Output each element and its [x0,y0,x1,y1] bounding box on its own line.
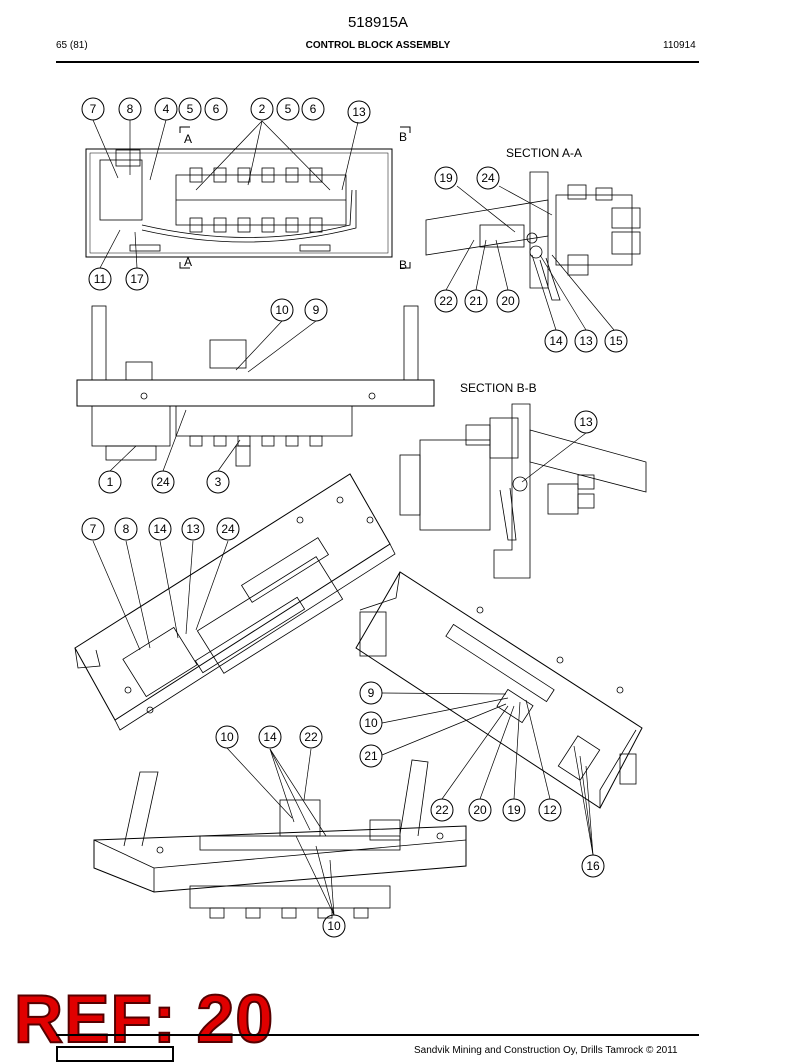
section-bb-title: SECTION B-B [460,381,537,395]
callout-22: 22 [439,294,453,308]
company-logo [56,1046,174,1062]
callout-9: 9 [368,686,375,700]
callout-9: 9 [313,303,320,317]
header-rule [56,61,699,63]
callout-7: 7 [90,522,97,536]
callout-13: 13 [579,415,593,429]
section-aa-title: SECTION A-A [506,146,582,160]
callout-13: 13 [186,522,200,536]
callout-1: 1 [107,475,114,489]
callout-12: 12 [543,803,557,817]
section-a-top-label: A [184,132,192,146]
footer-rule [56,1034,699,1036]
callout-10: 10 [220,730,234,744]
callout-16: 16 [586,859,600,873]
top-view: A B A B 7 8 4 5 6 2 5 6 13 11 17 [81,97,411,291]
callout-11: 11 [94,272,107,286]
drawing-code: 110914 [663,40,696,51]
callout-6: 6 [213,102,220,116]
section-b-bottom-label: B [399,258,407,272]
callout-2: 2 [259,102,266,116]
isometric-right-view: 9 10 21 22 20 19 12 16 [355,571,643,878]
ref-label: REF: 20 [13,980,275,1058]
callout-4: 4 [163,102,170,116]
section-aa-view: SECTION A-A 19 24 22 21 20 14 [425,146,641,353]
callout-14: 14 [263,730,277,744]
callout-8: 8 [123,522,130,536]
callout-21: 21 [469,294,483,308]
callout-14: 14 [549,334,563,348]
callout-15: 15 [609,334,623,348]
page-number: 65 (81) [56,40,88,51]
section-bb-view: SECTION B-B 13 [399,381,647,579]
callout-17: 17 [130,272,144,286]
callout-13: 13 [579,334,593,348]
callout-20: 20 [501,294,515,308]
callout-14: 14 [153,522,167,536]
callout-10: 10 [275,303,289,317]
callout-5: 5 [187,102,194,116]
callout-5: 5 [285,102,292,116]
callout-7: 7 [90,102,97,116]
callout-3: 3 [215,475,222,489]
callout-19: 19 [507,803,521,817]
callout-19: 19 [439,171,453,185]
callout-10: 10 [327,919,341,933]
callout-22: 22 [435,803,449,817]
footer-copyright: Sandvik Mining and Construction Oy, Dril… [414,1045,678,1056]
callout-22: 22 [304,730,318,744]
isometric-left-view: 7 8 14 13 24 [74,473,396,731]
document-number: 518915A [347,14,409,31]
section-a-bottom-label: A [184,255,192,269]
callout-6: 6 [310,102,317,116]
callout-10: 10 [364,716,378,730]
isometric-bottom-view: 10 14 22 10 [93,725,467,938]
callout-13: 13 [352,105,366,119]
callout-20: 20 [473,803,487,817]
callout-21: 21 [364,749,378,763]
front-view: 10 9 1 24 3 [76,298,435,494]
page-title: CONTROL BLOCK ASSEMBLY [305,40,451,51]
section-b-top-label: B [399,130,407,144]
callout-24: 24 [221,522,235,536]
callout-24: 24 [156,475,170,489]
callout-8: 8 [127,102,134,116]
callout-24: 24 [481,171,495,185]
